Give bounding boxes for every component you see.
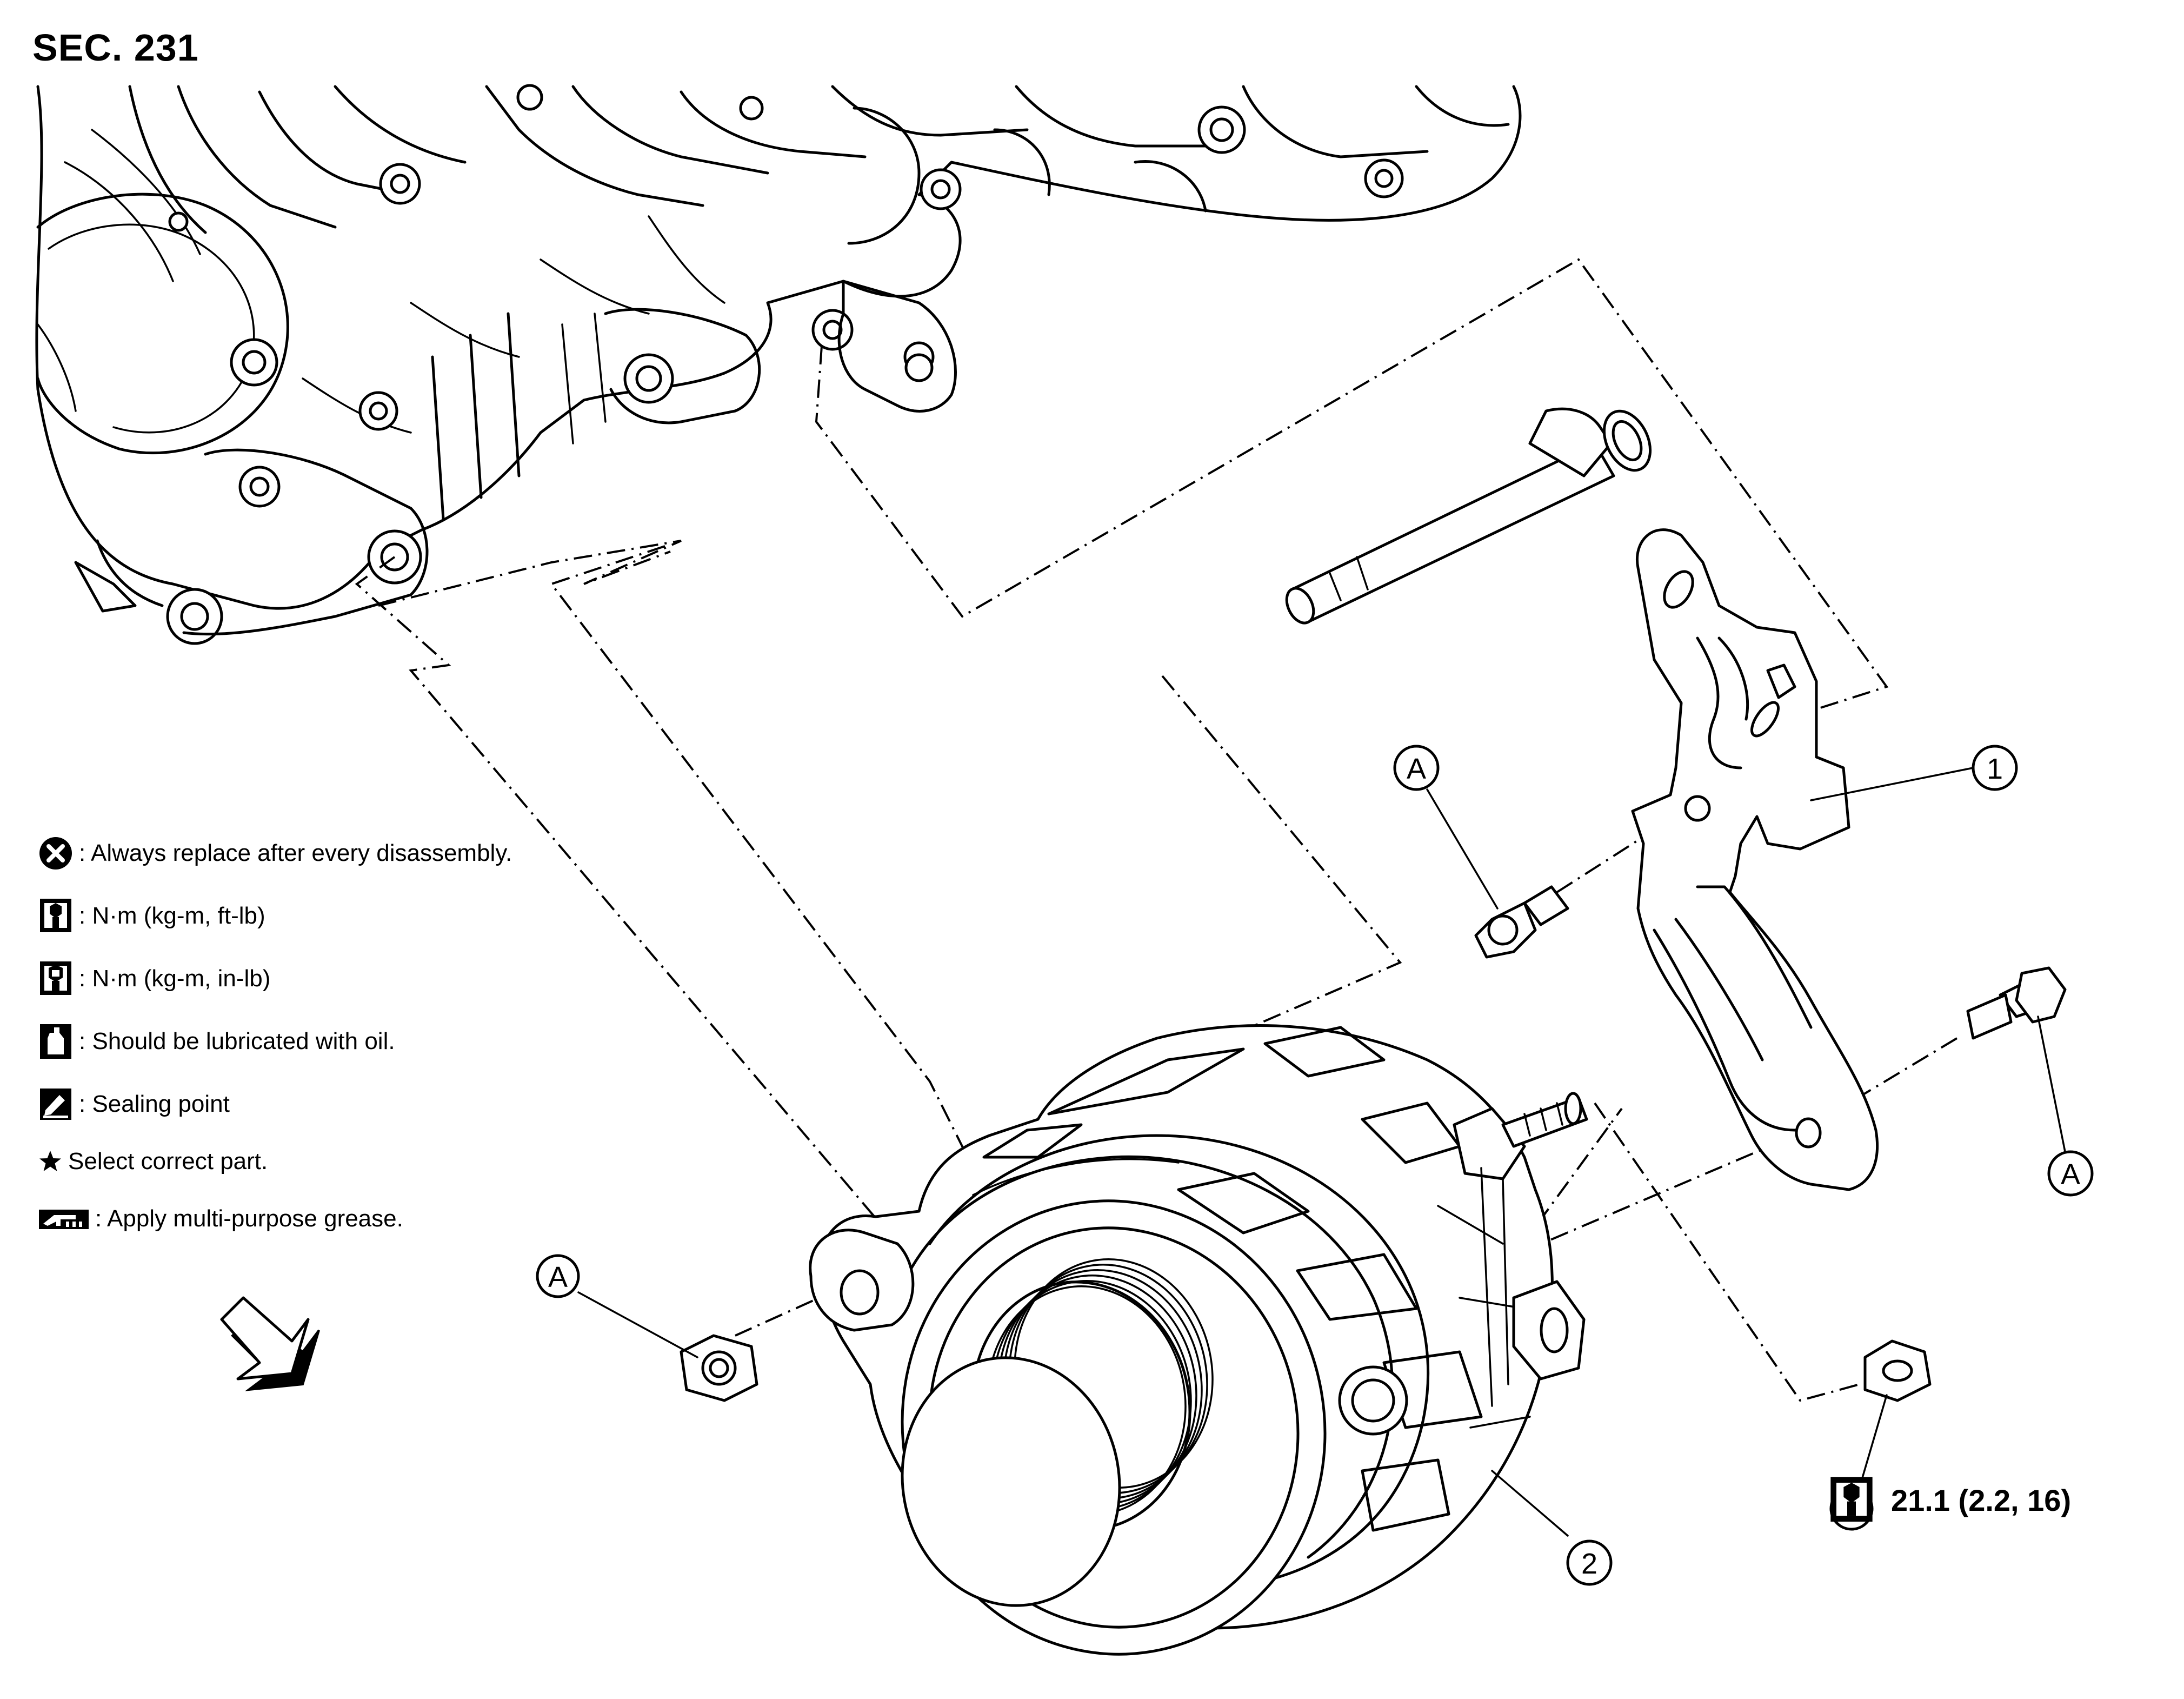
legend-item: Select correct part. xyxy=(38,1136,605,1187)
legend-item: : N·m (kg-m, ft-lb) xyxy=(38,885,605,947)
legend-item: : Sealing point xyxy=(38,1073,605,1136)
legend-text: Select correct part. xyxy=(68,1148,268,1174)
alternator-body xyxy=(809,1024,1588,1656)
torque-ftlb-icon xyxy=(1830,1477,1873,1522)
callout-part-1: 1 xyxy=(1972,745,2018,791)
engine-mount-bosses xyxy=(166,84,1404,645)
torque-spec: 21.1 (2.2, 16) xyxy=(1827,1474,2071,1526)
sealing-point-icon xyxy=(40,1089,71,1120)
alternator-through-bolt xyxy=(1285,407,1652,625)
alternator-bracket xyxy=(1631,528,1879,1191)
legend-item: : Should be lubricated with oil. xyxy=(38,1010,605,1073)
grease-icon xyxy=(39,1210,89,1229)
legend-item: : Apply multi-purpose grease. xyxy=(38,1187,605,1250)
bracket-bolt-top xyxy=(1474,885,1569,959)
callout-ref-a-left: A xyxy=(536,1254,580,1298)
svg-text:A: A xyxy=(548,1261,568,1293)
nut-part-3 xyxy=(1863,1339,1932,1402)
svg-text:A: A xyxy=(1407,753,1426,785)
leader-lines xyxy=(577,767,2066,1537)
legend-text: : N·m (kg-m, in-lb) xyxy=(79,965,271,992)
torque-value: 21.1 (2.2, 16) xyxy=(1891,1483,2072,1517)
section-label: SEC. 231 xyxy=(32,26,199,69)
legend-text: : Sealing point xyxy=(79,1091,230,1117)
legend-text: : N·m (kg-m, ft-lb) xyxy=(79,902,265,929)
svg-text:A: A xyxy=(2061,1158,2080,1191)
oil-can-icon xyxy=(40,1024,71,1059)
svg-text:2: 2 xyxy=(1581,1548,1597,1580)
legend-item: : N·m (kg-m, in-lb) xyxy=(38,947,605,1010)
front-arrow-icon xyxy=(220,1296,320,1391)
legend-text: : Apply multi-purpose grease. xyxy=(95,1205,403,1232)
torque-inlb-icon xyxy=(40,961,71,995)
star-icon xyxy=(39,1151,61,1171)
legend-text: : Always replace after every disassembly… xyxy=(79,840,512,866)
callout-ref-a-top: A xyxy=(1393,745,1440,791)
alternator-pulley xyxy=(901,1258,1214,1607)
symbol-legend: : Always replace after every disassembly… xyxy=(38,822,605,1250)
legend-item: : Always replace after every disassembly… xyxy=(38,822,605,885)
torque-ftlb-icon xyxy=(40,899,71,932)
mounting-nut-left xyxy=(680,1334,758,1402)
callout-part-2: 2 xyxy=(1566,1539,1613,1586)
svg-text:1: 1 xyxy=(1987,753,2003,785)
always-replace-icon xyxy=(39,837,72,870)
callout-ref-a-right: A xyxy=(2047,1150,2094,1197)
bracket-bolt-right xyxy=(1966,966,2067,1040)
engine-block-illustration xyxy=(35,84,1522,645)
legend-text: : Should be lubricated with oil. xyxy=(79,1028,395,1054)
